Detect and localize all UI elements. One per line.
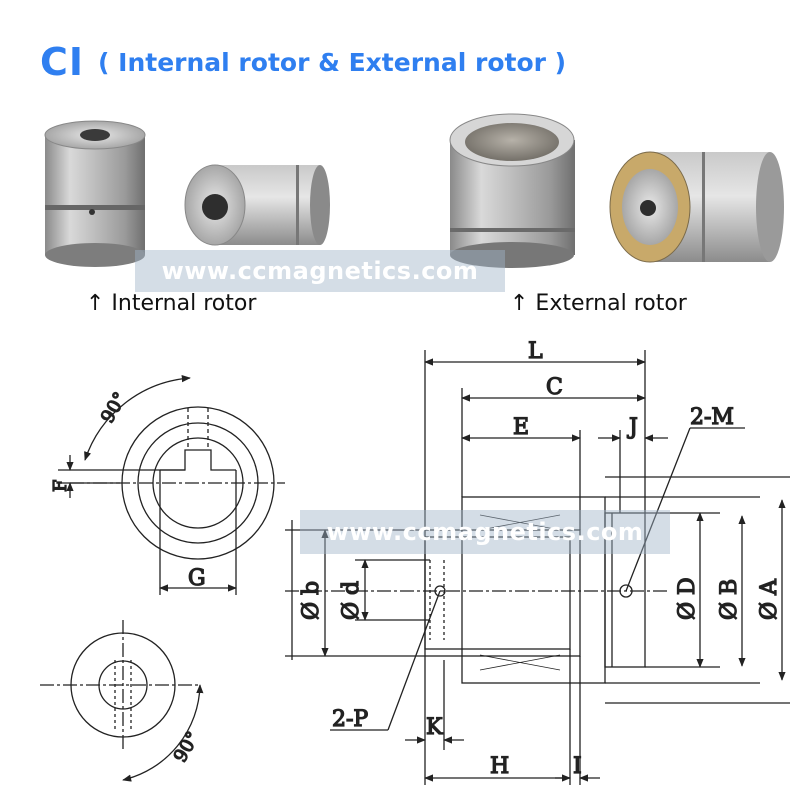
- product-photos: [44, 113, 784, 268]
- angle-label-bottom: 90°: [170, 728, 204, 766]
- external-rotor-caption: ↑ External rotor: [510, 291, 687, 316]
- product-subtitle: ( Internal rotor & External rotor ): [98, 47, 567, 77]
- top-end-view: [58, 374, 285, 595]
- dim-label-d: Ø d: [339, 581, 364, 620]
- bottom-end-view: [40, 620, 204, 782]
- section-view: [285, 350, 790, 785]
- dim-label-L: L: [528, 339, 543, 364]
- external-rotor-photo-1: [449, 113, 575, 268]
- dim-label-I: I: [573, 754, 582, 779]
- dim-label-G: G: [188, 566, 206, 591]
- dim-label-K: K: [426, 715, 443, 740]
- technical-drawing: F G 90° 90°: [40, 338, 790, 785]
- dim-label-E: E: [513, 415, 529, 440]
- dim-label-2M: 2-M: [690, 405, 734, 430]
- internal-rotor-caption: ↑ Internal rotor: [86, 291, 257, 316]
- internal-rotor-photo-1: [44, 120, 146, 267]
- dim-label-F: F: [50, 480, 71, 493]
- product-code: CI: [40, 40, 85, 84]
- internal-rotor-photo-2: [184, 164, 330, 246]
- angle-label-top: 90°: [97, 389, 131, 427]
- dim-label-D: Ø D: [675, 577, 700, 620]
- dim-label-C: C: [546, 375, 563, 400]
- dim-label-B: Ø B: [717, 579, 742, 620]
- watermark-banner-drawing: www.ccmagnetics.com: [300, 510, 670, 554]
- page-title: CI ( Internal rotor & External rotor ): [40, 34, 566, 90]
- dim-label-J: J: [627, 415, 638, 440]
- dim-label-H: H: [490, 754, 509, 779]
- dim-label-b: Ø b: [299, 581, 324, 620]
- external-rotor-photo-2: [609, 151, 784, 263]
- dim-label-A: Ø A: [757, 578, 782, 620]
- watermark-banner-top: www.ccmagnetics.com: [135, 250, 505, 292]
- dim-label-2P: 2-P: [332, 707, 368, 732]
